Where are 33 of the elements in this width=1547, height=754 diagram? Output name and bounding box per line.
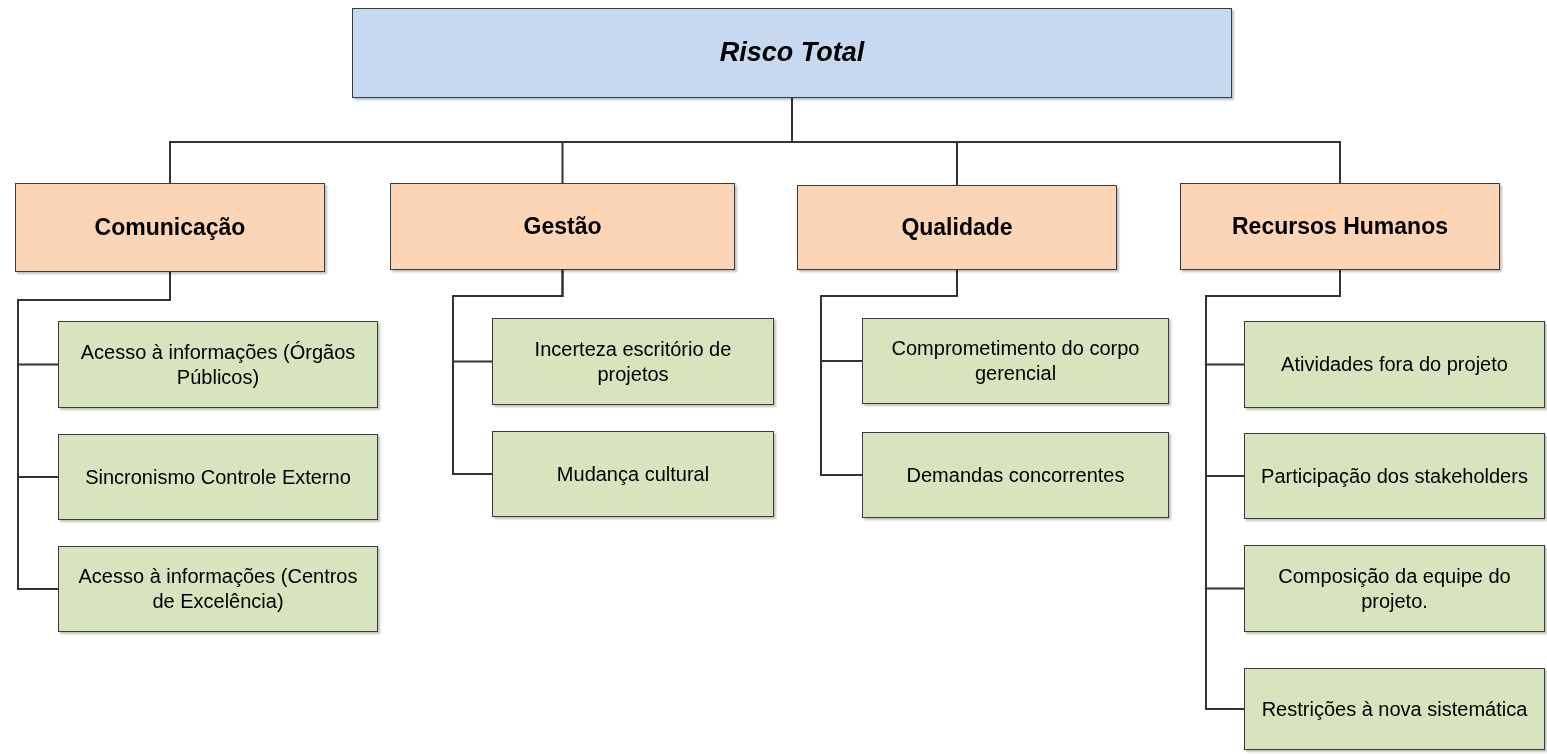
box-label: Acesso à informações (Órgãos Públicos) xyxy=(79,339,357,390)
risk-box xyxy=(58,434,378,520)
risk-box xyxy=(862,318,1169,404)
box-label: Comunicação xyxy=(94,213,246,242)
box-label: Recursos Humanos xyxy=(1232,212,1448,241)
category-box xyxy=(1180,183,1500,270)
risk-box xyxy=(862,432,1169,518)
box-label: Qualidade xyxy=(901,213,1013,242)
box-label: Atividades fora do projeto xyxy=(1281,352,1508,377)
box-label: Sincronismo Controle Externo xyxy=(85,464,351,490)
risk-box xyxy=(492,431,774,517)
box-label: Composição da equipe do projeto. xyxy=(1277,563,1512,614)
box-label: Participação dos stakeholders xyxy=(1261,463,1528,489)
risk-box xyxy=(58,546,378,632)
box-label: Incerteza escritório de projetos xyxy=(533,336,733,387)
box-label: Comprometimento do corpo gerencial xyxy=(890,336,1141,386)
category-box xyxy=(15,183,325,272)
connector-line xyxy=(452,269,564,475)
box-label: Mudança cultural xyxy=(556,461,710,487)
box-label: Gestão xyxy=(523,212,602,241)
risk-box xyxy=(1244,545,1545,632)
box-label: Risco Total xyxy=(719,36,865,70)
category-box xyxy=(390,183,735,270)
risk-box xyxy=(492,318,774,405)
risk-box xyxy=(1244,321,1545,408)
risk-box xyxy=(1244,668,1545,750)
risk-box xyxy=(58,321,378,408)
category-box xyxy=(797,185,1117,270)
box-label: Restrições à nova sistemática xyxy=(1261,696,1528,722)
risk-box xyxy=(1244,433,1545,519)
root-box xyxy=(352,8,1232,98)
box-label: Acesso à informações (Centros de Excelência) xyxy=(77,564,359,614)
box-label: Demandas concorrentes xyxy=(906,462,1125,488)
